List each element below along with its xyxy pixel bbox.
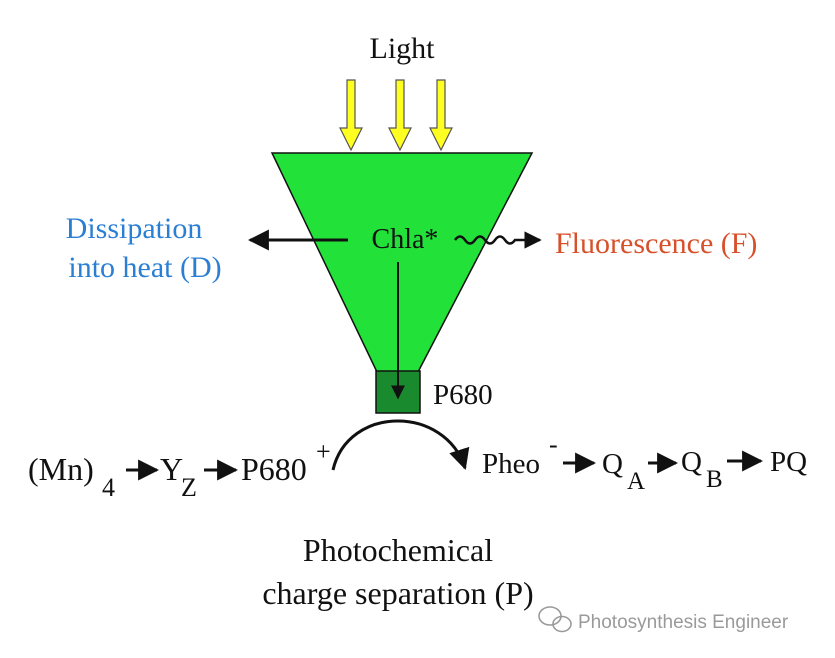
mn-cluster-label: (Mn) — [28, 451, 94, 487]
light-arrow-right-icon — [429, 79, 453, 152]
qa-label: Q — [602, 448, 623, 480]
antenna-funnel — [270, 152, 534, 373]
qb-subscript: B — [706, 466, 723, 493]
mn-subscript: 4 — [102, 473, 115, 502]
p680-plus-superscript: + — [316, 437, 331, 466]
p680-label: P680 — [433, 379, 493, 411]
p680-plus-label: P680 — [241, 451, 307, 487]
qb-label: Q — [681, 446, 702, 478]
qa-subscript: A — [627, 468, 645, 495]
light-label: Light — [370, 32, 436, 65]
photochemical-line2: charge separation (P) — [262, 575, 533, 611]
charge-separation-arc — [331, 419, 470, 471]
light-arrow-left-icon — [339, 79, 363, 152]
watermark: Photosynthesis Engineer — [538, 606, 789, 633]
wechat-icon — [538, 606, 572, 633]
fluorescence-label: Fluorescence (F) — [555, 227, 757, 260]
fluorescence-wavy-arrow — [453, 231, 542, 249]
electron-chain: (Mn) 4 Y Z P680 + Pheo - Q A Q B PQ — [28, 430, 807, 502]
pheo-label: Pheo — [482, 448, 540, 480]
yz-subscript: Z — [181, 473, 197, 502]
dissipation-line1: Dissipation — [66, 212, 203, 245]
light-arrow-center-icon — [388, 79, 412, 152]
chla-label: Chla* — [372, 224, 439, 255]
pheo-minus-superscript: - — [549, 430, 558, 459]
light-arrows — [339, 79, 453, 152]
watermark-text: Photosynthesis Engineer — [578, 612, 789, 633]
pq-label: PQ — [770, 446, 807, 478]
yz-label: Y — [160, 451, 183, 487]
dissipation-line2: into heat (D) — [68, 251, 221, 284]
photochemical-line1: Photochemical — [303, 532, 493, 568]
